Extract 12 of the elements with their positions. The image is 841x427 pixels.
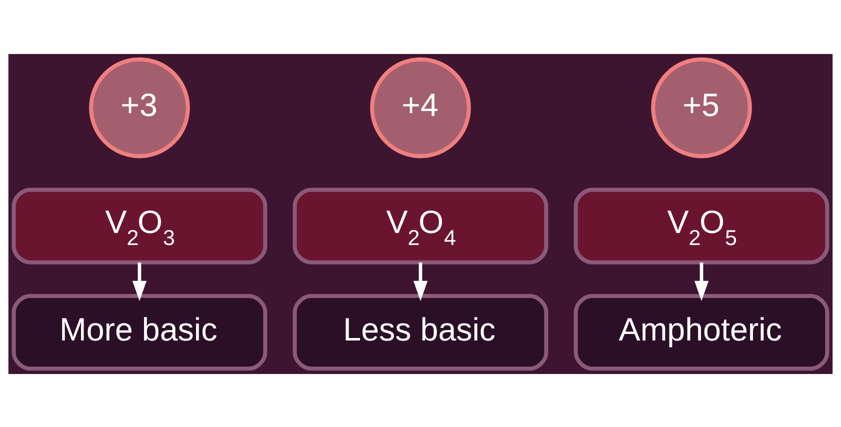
arrow [413,262,428,301]
node-box: Less basic [292,294,548,370]
node-circle: +5 [651,56,752,158]
node-circle: +4 [370,56,471,158]
node-box: V$_{2}$O$_{4}$ [292,187,548,264]
node-box: Amphoteric [574,294,830,370]
node-box: More basic [12,294,268,370]
node-circle: +3 [89,56,190,158]
node-box: V$_{2}$O$_{5}$ [574,187,830,264]
arrow [132,262,147,301]
node-box: V$_{2}$O$_{3}$ [12,187,268,264]
arrow [694,262,709,301]
